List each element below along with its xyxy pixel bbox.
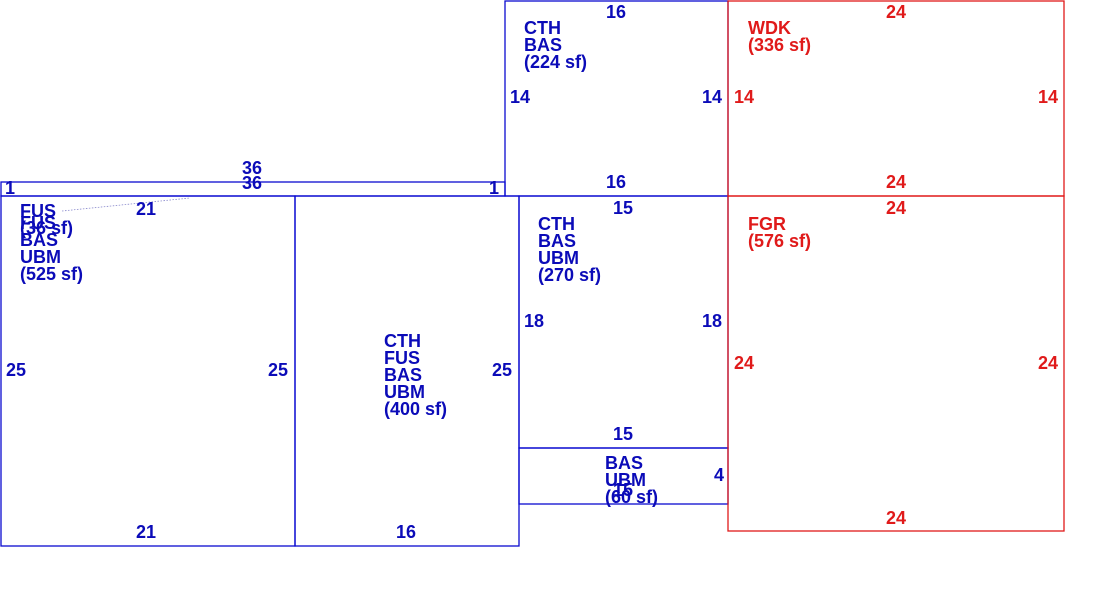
area-label-cth-bas-ubm-270: CTH BAS UBM (270 sf) [538,214,601,285]
dim-wdk-left: 14 [734,87,754,107]
dim-strip-top: 36 [242,158,262,178]
dim-strip-right: 1 [489,178,499,198]
dim-fgr-top: 24 [886,198,906,218]
dim-cth-top: 16 [606,2,626,22]
dim-mid-bottom: 16 [396,522,416,542]
dim-cr-bottom: 15 [613,424,633,444]
area-label-cth-bas-224: CTH BAS (224 sf) [524,18,587,72]
dim-fgr-bottom: 24 [886,508,906,528]
area-label-wdk-336: WDK (336 sf) [748,18,811,55]
area-label-bas-ubm-60: BAS UBM (60 sf) [605,453,658,507]
dim-left-right: 25 [268,360,288,380]
room-fgr-576 [727,195,1065,532]
main-structure [0,0,729,547]
dim-left-bottom: 21 [136,522,156,542]
dim-fgr-left: 24 [734,353,754,373]
dim-cth-left: 14 [510,87,530,107]
dim-cr-left: 18 [524,311,544,331]
dim-cr-right: 18 [702,311,722,331]
dim-cr-top: 15 [613,198,633,218]
dim-strip-left: 1 [5,178,15,198]
garage-deck-structure [727,0,1065,532]
dim-mid-right: 25 [492,360,512,380]
area-label-fus-36: FUS (36 sf) [20,201,73,238]
area-label-fgr-576: FGR (576 sf) [748,214,811,251]
dim-wdk-top: 24 [886,2,906,22]
leader-line [61,197,191,212]
dim-fgr-right: 24 [1038,353,1058,373]
dim-small-right: 4 [714,465,724,485]
dim-wdk-right: 14 [1038,87,1058,107]
dim-wdk-bottom: 24 [886,172,906,192]
area-label-fus-bas-ubm-525: FUS BAS UBM (525 sf) [20,213,83,284]
dim-cth-bottom: 16 [606,172,626,192]
dim-left-top: 21 [136,199,156,219]
dim-small-bottom: 15 [613,480,633,500]
dim-strip-bottom: 36 [242,173,262,193]
area-label-cth-fus-bas-ubm-400: CTH FUS BAS UBM (400 sf) [384,331,447,419]
dim-cth-right: 14 [702,87,722,107]
dim-left-left: 25 [6,360,26,380]
